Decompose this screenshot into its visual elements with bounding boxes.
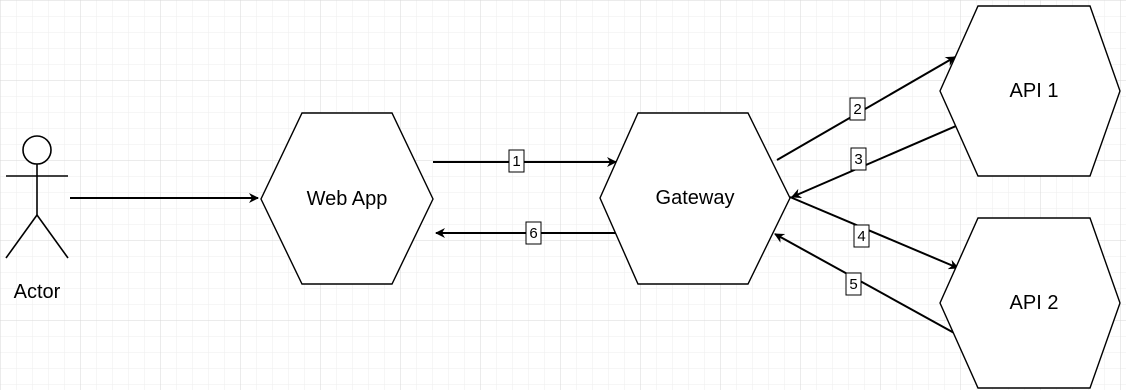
- actor-head-icon: [22, 135, 52, 165]
- node-api1[interactable]: API 1: [939, 5, 1121, 177]
- node-webapp-label: Web App: [307, 188, 388, 210]
- node-gateway-label: Gateway: [656, 187, 735, 209]
- node-api2[interactable]: API 2: [939, 217, 1121, 389]
- node-webapp-hexagon: [260, 112, 434, 285]
- node-webapp[interactable]: Web App: [260, 112, 434, 285]
- node-api2-hexagon: [939, 217, 1121, 389]
- edge-label-1-text: 1: [512, 153, 520, 170]
- node-api1-hexagon: [939, 5, 1121, 177]
- edge-label-5-text: 5: [849, 276, 857, 293]
- edge-label-4-text: 4: [857, 228, 865, 245]
- node-gateway-hexagon: [599, 112, 791, 285]
- edge-2-gateway-to-api1[interactable]: [776, 56, 956, 161]
- edge-label-6: 6: [525, 221, 542, 245]
- edge-label-4: 4: [853, 224, 870, 248]
- node-api2-label: API 2: [1010, 292, 1059, 314]
- edge-5-api2-to-gateway[interactable]: [774, 233, 957, 335]
- node-gateway[interactable]: Gateway: [599, 112, 791, 285]
- edge-label-1: 1: [508, 149, 525, 173]
- actor-label: Actor: [14, 281, 61, 303]
- actor-left-leg: [5, 214, 38, 259]
- edge-label-2: 2: [849, 97, 866, 121]
- node-api1-label: API 1: [1010, 80, 1059, 102]
- edge-label-2-text: 2: [853, 101, 861, 118]
- edge-label-3-text: 3: [854, 151, 862, 168]
- edge-label-6-text: 6: [529, 225, 537, 242]
- edge-4-gateway-to-api2[interactable]: [789, 196, 959, 270]
- edge-3-api1-to-gateway[interactable]: [791, 125, 957, 199]
- edge-label-5: 5: [845, 272, 862, 296]
- actor-figure[interactable]: [5, 135, 69, 259]
- edge-label-3: 3: [850, 147, 867, 171]
- actor-right-leg: [36, 214, 69, 259]
